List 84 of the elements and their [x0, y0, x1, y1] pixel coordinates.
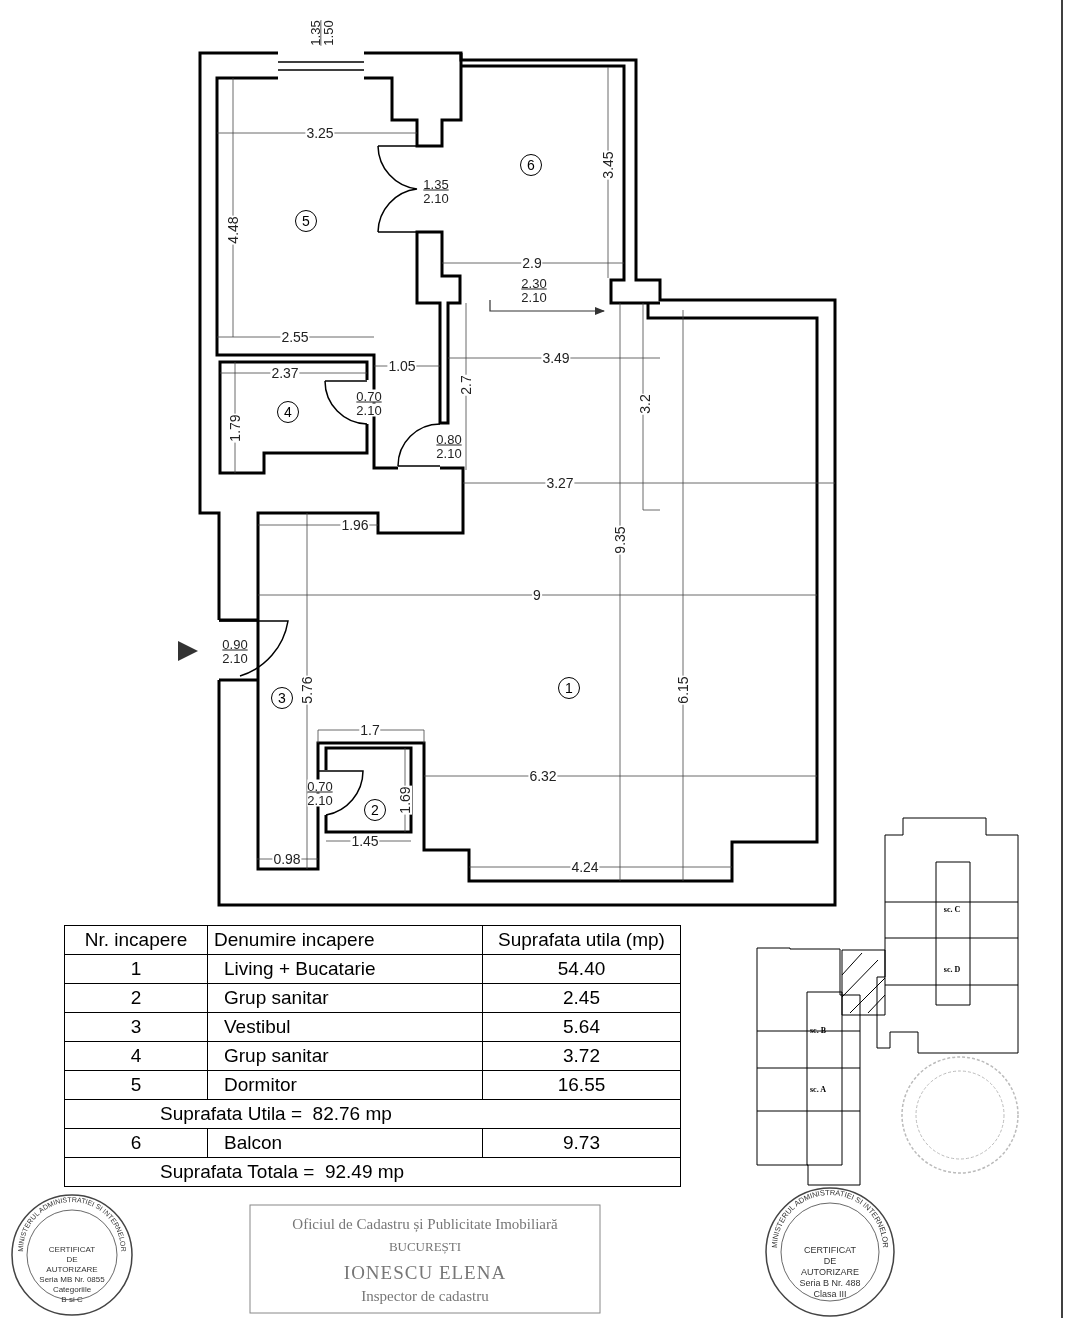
stamp-text: Clasa III [813, 1289, 847, 1299]
opening-height: 2.10 [222, 651, 248, 665]
opening-width: 2.30 [521, 276, 547, 290]
table-cell: Dormitor [207, 1070, 483, 1100]
stamp-text: DE [823, 1256, 837, 1266]
stamp-text: BUCUREȘTI [388, 1239, 462, 1253]
table-cell: 9.73 [482, 1128, 681, 1158]
dimension-value: 9 [532, 588, 542, 602]
table-cell: 5.64 [482, 1012, 681, 1042]
opening-width: 0.70 [307, 779, 333, 793]
stamp-text: Seria MB Nr. 0855 [39, 1276, 105, 1284]
table-cell: Grup sanitar [207, 1041, 483, 1071]
opening-height: 2.10 [423, 191, 449, 205]
total-area-cell: Suprafata Utila = 82.76 mp [64, 1099, 681, 1129]
table-cell: 5 [64, 1070, 208, 1100]
dimension-value: 4.24 [570, 860, 600, 874]
stamp-text: Categoriile [52, 1286, 92, 1294]
table-cell: Vestibul [207, 1012, 483, 1042]
dimension-value: 1.69 [398, 785, 412, 815]
opening-height: 2.10 [307, 793, 333, 807]
table-cell: 16.55 [482, 1070, 681, 1100]
dimension-value: 9.35 [613, 525, 627, 555]
room-number: 2 [364, 799, 386, 821]
column-header: Suprafata utila (mp) [482, 925, 681, 955]
stairwell-label: sc. C [943, 906, 961, 914]
table-cell: 2.45 [482, 983, 681, 1013]
table-cell: Living + Bucatarie [207, 954, 483, 984]
dimension-value: 2.9 [521, 256, 543, 270]
opening-height: 2.10 [521, 290, 547, 304]
opening-height: 2.10 [356, 403, 382, 417]
table-cell: Grup sanitar [207, 983, 483, 1013]
column-header: Denumire incapere [207, 925, 483, 955]
stamp-text: DE [66, 1256, 78, 1264]
dimension-value: 1.79 [228, 413, 242, 443]
dimension-value: 0.98 [272, 852, 302, 866]
dimension-value: 3.2 [638, 393, 652, 415]
room-number: 5 [295, 210, 317, 232]
dimension-value: 2.7 [459, 374, 473, 396]
dimension-value: 1.45 [350, 834, 380, 848]
table-cell: 2 [64, 983, 208, 1013]
room-number: 6 [520, 154, 542, 176]
opening-height: 1.50 [321, 20, 335, 46]
stairwell-label: sc. B [810, 1027, 826, 1035]
stamp-text: B si C [61, 1296, 83, 1304]
room-number: 3 [271, 687, 293, 709]
dimension-value: 5.76 [300, 675, 314, 705]
opening-width: 1.35 [308, 20, 322, 46]
dimension-value: 4.48 [226, 215, 240, 245]
dimension-value: 6.32 [528, 769, 558, 783]
dimension-value: 1.05 [387, 359, 417, 373]
opening-width: 0.80 [436, 432, 462, 446]
total-area-cell: Suprafata Totala = 92.49 mp [64, 1157, 681, 1187]
table-cell: 3 [64, 1012, 208, 1042]
opening-height: 2.10 [436, 446, 462, 460]
stairwell-label: sc. D [943, 966, 961, 974]
stamp-text: Inspector de cadastru [361, 1288, 489, 1304]
opening-width: 0.70 [356, 389, 382, 403]
opening-width: 1.35 [423, 177, 449, 191]
dimension-value: 3.25 [305, 126, 335, 140]
dimension-value: 2.55 [280, 330, 310, 344]
dimension-value: 6.15 [676, 675, 690, 705]
dimension-value: 3.27 [545, 476, 575, 490]
dimension-value: 3.45 [601, 150, 615, 180]
table-cell: Balcon [207, 1128, 483, 1158]
table-cell: 3.72 [482, 1041, 681, 1071]
room-number: 1 [558, 677, 580, 699]
stamp-text: Oficiul de Cadastru și Publicitate Imobiliară [292, 1216, 558, 1232]
dimension-value: 1.96 [340, 518, 370, 532]
table-cell: 1 [64, 954, 208, 984]
stamp-text: Seria B Nr. 488 [799, 1278, 861, 1288]
stamp-text: AUTORIZARE [801, 1267, 859, 1277]
opening-width: 0.90 [222, 637, 248, 651]
dimension-value: 3.49 [541, 351, 571, 365]
stamp-text: CERTIFICAT [48, 1246, 96, 1254]
table-cell: 54.40 [482, 954, 681, 984]
dimension-value: 1.7 [359, 723, 381, 737]
table-cell: 6 [64, 1128, 208, 1158]
stamp-text: CERTIFICAT [803, 1245, 857, 1255]
stairwell-label: sc. A [810, 1086, 826, 1094]
stamp-name: IONESCU ELENA [343, 1262, 507, 1282]
table-cell: 4 [64, 1041, 208, 1071]
stamp-text: AUTORIZARE [46, 1266, 98, 1274]
column-header: Nr. incapere [64, 925, 208, 955]
room-number: 4 [277, 401, 299, 423]
